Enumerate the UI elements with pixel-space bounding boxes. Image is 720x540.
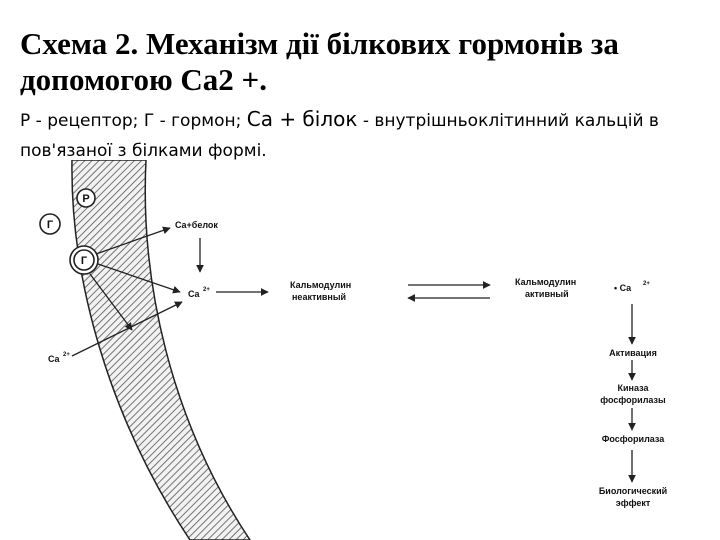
step-effect-line2: эффект [616,498,651,508]
ca-outside-sup: 2+ [63,352,70,358]
caption-ca-protein: Са + білок [246,107,358,131]
hormone-bound-label: Г [81,255,88,267]
step-phosphorylase: Фосфорилаза [602,434,666,444]
arrow-ca-outside [71,301,183,357]
step-kinase-line2: фосфорилазы [600,395,666,405]
mechanism-diagram: Р Г Г Ca+белок Ca 2+ Ca 2+ Кальмодулин н… [39,160,667,540]
slide-title: Схема 2. Механізм дії білкових гормонів … [20,26,619,97]
calmodulin-inactive-line1: Кальмодулин [290,280,351,290]
calmodulin-active-line1: Кальмодулин [515,277,576,287]
calmodulin-inactive-line2: неактивный [292,292,346,302]
hormone-bound-node: Г [69,245,99,275]
step-activation: Активация [609,348,657,358]
hormone-outside-label: Г [47,219,54,231]
arrow-hormone-down [89,273,133,331]
hormone-outside-node: Г [39,213,61,235]
caption-description: - внутрішньоклітинний кальцій в пов'язан… [20,111,659,161]
receptor-node: Р [76,188,96,208]
receptor-label: Р [82,193,89,205]
ca-protein-label: Ca+белок [175,220,218,230]
calmodulin-active-ca: • Ca [614,283,632,293]
arrow-to-ca-inner [97,263,181,294]
slide-caption: Р - рецептор; Г - гормон; Са + білок - в… [20,104,710,166]
caption-legend: Р - рецептор; Г - гормон; [20,111,247,131]
calmodulin-active-line2: активный [525,289,569,299]
ca-inner-sup: 2+ [203,287,210,293]
ca-inner-label: Ca [188,289,200,299]
step-effect-line1: Биологический [599,486,667,496]
arrow-to-ca-protein [95,226,171,255]
step-kinase-line1: Киназа [618,383,650,393]
cell-membrane [71,160,251,540]
calmodulin-active-ca-sup: 2+ [643,281,650,287]
ca-outside-label: Ca [48,354,60,364]
